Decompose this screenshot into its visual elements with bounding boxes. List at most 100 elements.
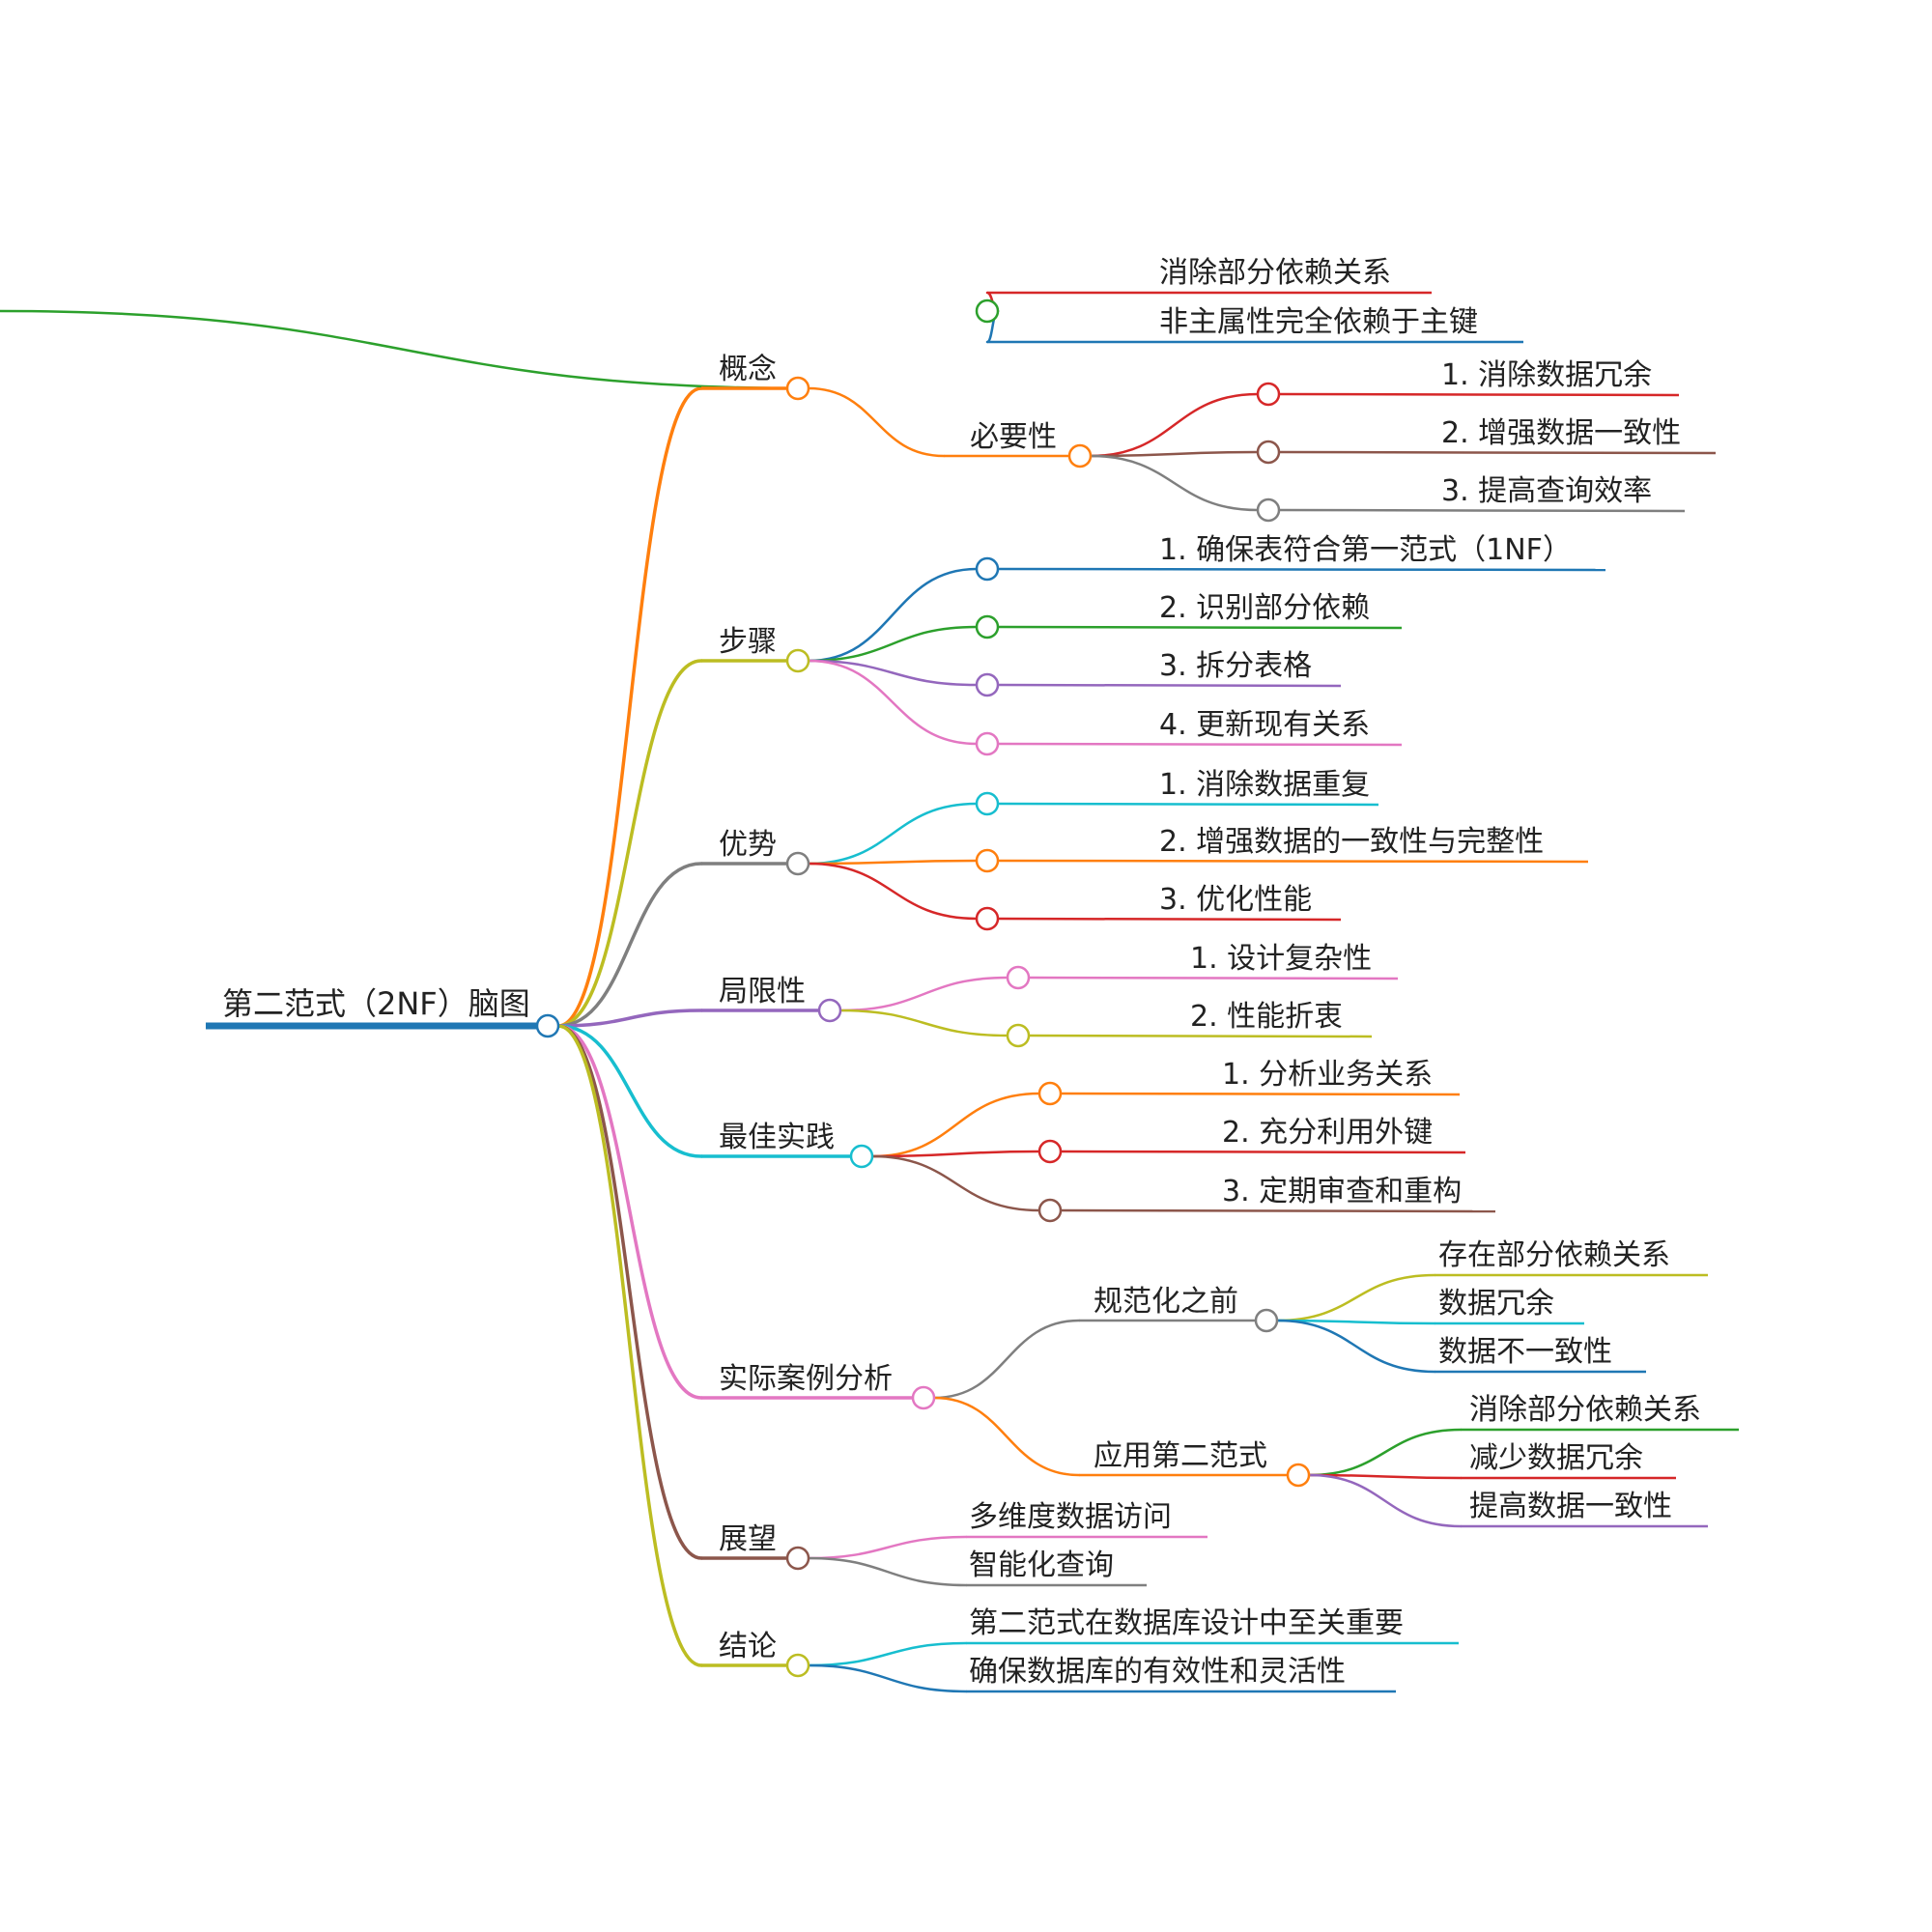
node-label-lim-2: 2. 性能折衷 [1190,1000,1343,1034]
node-label-def-1: 消除部分依赖关系 [1159,256,1391,290]
edge-concept-def [0,309,810,390]
edge-step-1 [807,567,979,663]
node-label-best-practice: 最佳实践 [719,1121,835,1154]
node-circle-concept[interactable] [785,376,810,401]
node-circle-nec-2[interactable] [1256,440,1281,465]
underline-bp-3 [1060,1208,1496,1213]
edge-nec-2 [1089,450,1260,458]
node-circle-best-practice[interactable] [849,1144,874,1169]
underline-nec-2 [1278,450,1717,455]
edge-before-1 [1275,1273,1436,1322]
node-circle-nec-1[interactable] [1256,382,1281,407]
underline-lim-1 [1028,976,1399,980]
edge-adv-3 [807,862,979,921]
node-circle-root[interactable] [535,1013,560,1038]
node-label-outlook: 展望 [719,1522,777,1556]
node-label-nec-2: 2. 增强数据一致性 [1441,416,1681,450]
node-circle-bp-1[interactable] [1037,1081,1063,1106]
node-label-lim-1: 1. 设计复杂性 [1190,942,1372,976]
node-label-case: 实际案例分析 [719,1362,893,1396]
mindmap-nodes [535,298,1311,1678]
edge-con-2 [807,1663,968,1693]
node-label-adv-1: 1. 消除数据重复 [1159,768,1370,802]
node-circle-adv-2[interactable] [975,848,1000,873]
node-circle-before[interactable] [1254,1308,1279,1333]
node-label-root: 第二范式（2NF）脑图 [222,985,530,1022]
node-label-out-1: 多维度数据访问 [969,1500,1172,1534]
node-label-before-1: 存在部分依赖关系 [1438,1238,1670,1272]
node-circle-lim-2[interactable] [1006,1023,1031,1048]
node-circle-step-1[interactable] [975,556,1000,582]
node-label-bp-2: 2. 充分利用外键 [1222,1116,1433,1150]
node-circle-conclusion[interactable] [785,1653,810,1678]
edge-out-1 [807,1535,968,1560]
node-label-def-2: 非主属性完全依赖于主键 [1159,305,1478,339]
node-label-step-4: 4. 更新现有关系 [1159,708,1370,742]
node-label-before: 规范化之前 [1094,1285,1238,1319]
edge-before-2 [1275,1319,1436,1325]
edge-apply-2 [1307,1473,1463,1480]
node-circle-nec-3[interactable] [1256,497,1281,523]
node-circle-adv-1[interactable] [975,791,1000,816]
edge-necessity [807,386,946,458]
underline-step-3 [997,683,1342,688]
node-circle-step-4[interactable] [975,731,1000,756]
node-label-apply-2: 减少数据冗余 [1469,1441,1643,1475]
node-circle-adv-3[interactable] [975,906,1000,931]
node-label-before-2: 数据冗余 [1438,1287,1554,1321]
underline-bp-2 [1060,1150,1466,1154]
edge-apply-3 [1307,1473,1463,1528]
node-label-step-2: 2. 识别部分依赖 [1159,591,1370,625]
edge-nec-3 [1089,454,1260,512]
underline-nec-1 [1278,392,1680,397]
node-label-apply-1: 消除部分依赖关系 [1469,1393,1701,1427]
node-circle-steps[interactable] [785,648,810,673]
mindmap-underlines [206,291,1739,1693]
edge-step-2 [807,625,979,663]
node-label-con-2: 确保数据库的有效性和灵活性 [969,1655,1346,1689]
node-label-conclusion: 结论 [719,1630,777,1663]
node-label-advantages: 优势 [719,828,777,862]
node-label-nec-3: 3. 提高查询效率 [1441,474,1652,508]
edge-best-practice [556,1024,703,1158]
edge-nec-1 [1089,392,1260,458]
underline-step-4 [997,742,1403,747]
node-label-nec-1: 1. 消除数据冗余 [1441,358,1652,392]
edge-bp-3 [870,1154,1041,1212]
edge-apply-1 [1307,1428,1463,1477]
node-circle-limitations[interactable] [817,998,842,1023]
node-circle-outlook[interactable] [785,1546,810,1571]
node-label-concept: 概念 [719,353,777,386]
edge-lim-1 [838,976,1009,1012]
edge-step-4 [807,659,979,746]
node-circle-apply[interactable] [1286,1463,1311,1488]
node-circle-advantages[interactable] [785,851,810,876]
edge-out-2 [807,1556,968,1587]
underline-adv-3 [997,917,1342,922]
edge-bp-2 [870,1150,1041,1158]
node-label-adv-2: 2. 增强数据的一致性与完整性 [1159,825,1544,859]
edge-conclusion [556,1024,703,1667]
node-circle-case[interactable] [911,1385,936,1410]
edge-outlook [556,1024,703,1560]
node-label-step-3: 3. 拆分表格 [1159,649,1312,683]
node-circle-bp-3[interactable] [1037,1198,1063,1223]
edge-steps [556,659,703,1028]
node-circle-lim-1[interactable] [1006,965,1031,990]
node-circle-necessity[interactable] [1067,443,1093,469]
underline-step-2 [997,625,1403,630]
node-label-steps: 步骤 [719,625,777,659]
underline-lim-2 [1028,1034,1373,1038]
edge-con-1 [807,1641,968,1667]
node-circle-concept-def[interactable] [975,298,1000,324]
node-circle-bp-2[interactable] [1037,1139,1063,1164]
node-label-apply: 应用第二范式 [1094,1439,1267,1473]
node-circle-step-2[interactable] [975,614,1000,639]
edge-limitations [556,1009,703,1028]
node-circle-step-3[interactable] [975,672,1000,697]
underline-step-1 [997,567,1606,572]
node-label-limitations: 局限性 [719,975,806,1009]
